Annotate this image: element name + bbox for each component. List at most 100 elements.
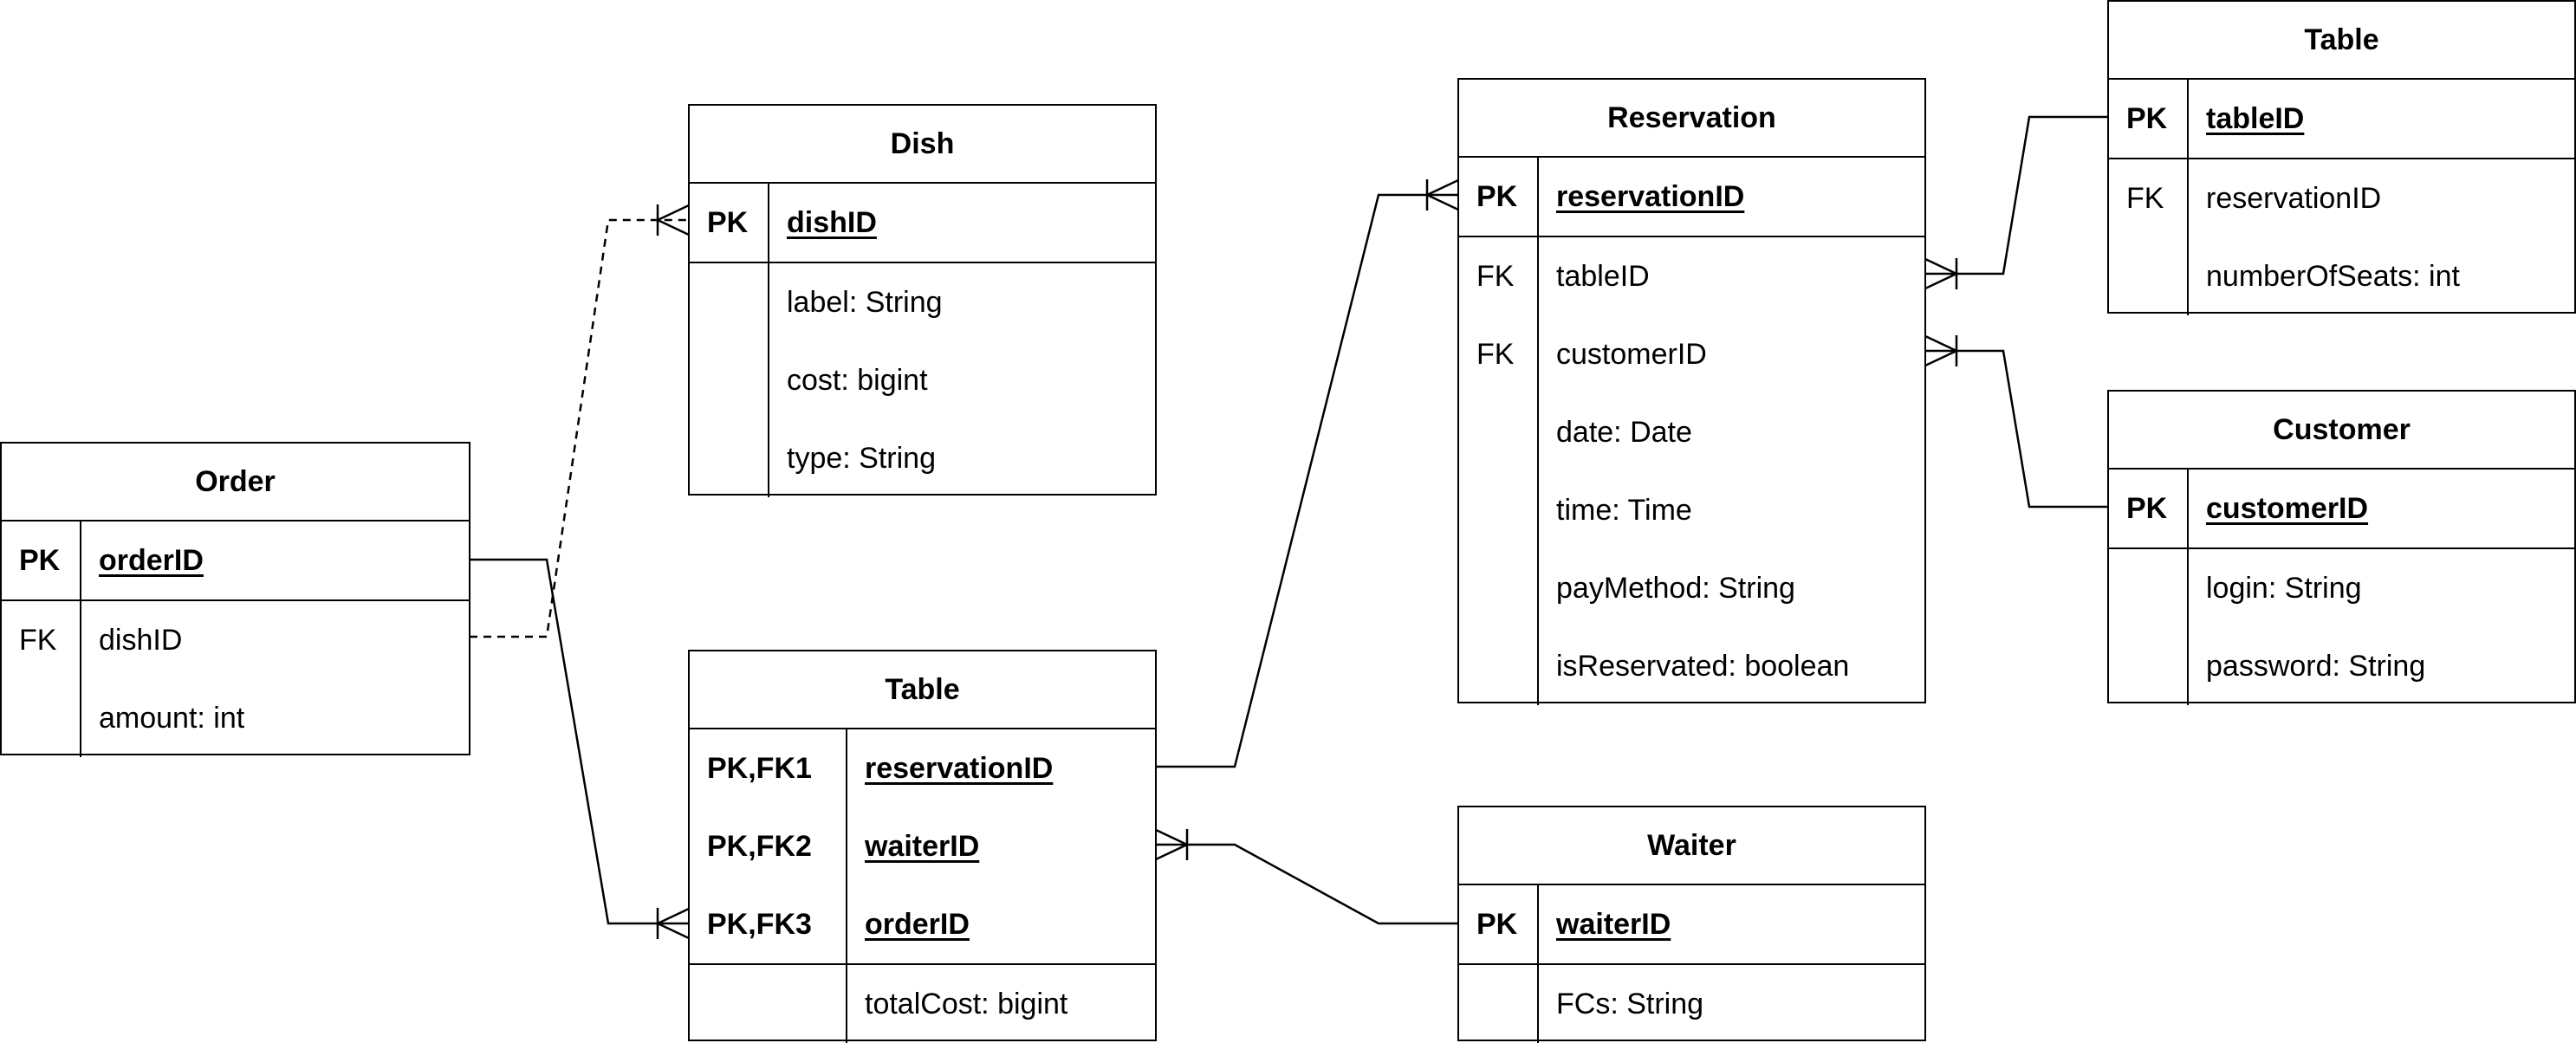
entity-row: label: String — [690, 263, 1155, 341]
entity-row: payMethod: String — [1459, 549, 1924, 627]
attribute-name: totalCost: bigint — [865, 987, 1068, 1020]
entity-table-title: Table — [2109, 2, 2574, 80]
key-label: PK,FK2 — [707, 829, 812, 863]
crowfoot-reservation-tableID — [1924, 257, 1958, 290]
entity-row: PK dishID — [690, 184, 1155, 262]
entity-reservation[interactable]: Reservation PK reservationID FK tableID … — [1457, 78, 1926, 705]
entity-waiter-pk-section: PK waiterID — [1459, 885, 1924, 963]
key-label: PK — [19, 543, 61, 577]
key-label: FK — [1476, 259, 1515, 293]
key-label: FK — [19, 623, 57, 657]
entity-row: FCs: String — [1459, 965, 1924, 1043]
entity-row: totalCost: bigint — [690, 965, 1155, 1043]
entity-row: FK customerID — [1459, 315, 1924, 393]
entity-row: PK tableID — [2109, 80, 2574, 158]
attribute-name: customerID — [1556, 337, 1707, 371]
attribute-name: time: Time — [1556, 493, 1692, 527]
entity-customer-pk-section: PK customerID — [2109, 470, 2574, 547]
rel-order-table-to-reservation — [1156, 193, 1458, 768]
entity-order-pk-section: PK orderID — [2, 522, 469, 599]
entity-row: time: Time — [1459, 471, 1924, 549]
rel-waiter-to-order-table — [1156, 843, 1458, 925]
attribute-name: dishID — [787, 205, 877, 239]
entity-order-table-attr-section: totalCost: bigint — [690, 963, 1155, 1043]
entity-row: login: String — [2109, 549, 2574, 627]
entity-order-table-pk-section: PK,FK1 reservationID PK,FK2 waiterID PK,… — [690, 729, 1155, 963]
crowfoot-reservation-reservationID — [1425, 178, 1459, 211]
entity-row: PK,FK1 reservationID — [690, 729, 1155, 807]
attribute-name: label: String — [787, 285, 943, 319]
attribute-name: reservationID — [1556, 179, 1745, 213]
entity-dish-pk-section: PK dishID — [690, 184, 1155, 262]
attribute-name: isReservated: boolean — [1556, 649, 1850, 683]
entity-row: PK,FK3 orderID — [690, 885, 1155, 963]
attribute-name: orderID — [99, 543, 204, 577]
attribute-name: reservationID — [865, 751, 1054, 785]
rel-order-to-order-table — [470, 558, 689, 925]
entity-reservation-pk-section: PK reservationID — [1459, 158, 1924, 236]
attribute-name: dishID — [99, 623, 183, 657]
entity-row: PK orderID — [2, 522, 469, 599]
key-label: PK — [2126, 101, 2168, 135]
entity-row: cost: bigint — [690, 341, 1155, 419]
entity-row: date: Date — [1459, 393, 1924, 471]
entity-dish-title: Dish — [690, 106, 1155, 184]
entity-row: PK customerID — [2109, 470, 2574, 547]
crowfoot-dish-dishID — [656, 204, 690, 236]
attribute-name: waiterID — [1556, 907, 1671, 941]
key-label: FK — [2126, 181, 2164, 215]
key-label: PK,FK3 — [707, 907, 812, 941]
attribute-name: date: Date — [1556, 415, 1692, 449]
entity-order-table-title: Table — [690, 651, 1155, 729]
key-label: PK — [2126, 491, 2168, 525]
entity-row: PK waiterID — [1459, 885, 1924, 963]
entity-row: FK tableID — [1459, 237, 1924, 315]
key-label: PK — [1476, 179, 1518, 213]
entity-row: numberOfSeats: int — [2109, 237, 2574, 315]
rel-table-to-reservation — [1925, 115, 2108, 275]
key-label: FK — [1476, 337, 1515, 371]
attribute-name: tableID — [1556, 259, 1650, 293]
entity-row: PK,FK2 waiterID — [690, 807, 1155, 885]
entity-order[interactable]: Order PK orderID FK dishID amount: int — [0, 442, 470, 757]
attribute-name: amount: int — [99, 701, 245, 735]
attribute-name: reservationID — [2206, 181, 2382, 215]
attribute-name: password: String — [2206, 649, 2426, 683]
entity-dish[interactable]: Dish PK dishID label: String cost: bigin… — [688, 104, 1157, 497]
entity-reservation-title: Reservation — [1459, 80, 1924, 158]
attribute-name: login: String — [2206, 571, 2362, 605]
entity-row: amount: int — [2, 679, 469, 757]
entity-waiter-attr-section: FCs: String — [1459, 963, 1924, 1043]
crowfoot-reservation-customerID — [1924, 334, 1958, 367]
entity-order-table[interactable]: Table PK,FK1 reservationID PK,FK2 waiter… — [688, 650, 1157, 1043]
key-label: PK — [707, 205, 749, 239]
entity-row: password: String — [2109, 627, 2574, 705]
entity-row: isReservated: boolean — [1459, 627, 1924, 705]
entity-customer-title: Customer — [2109, 392, 2574, 470]
entity-customer[interactable]: Customer PK customerID login: String pas… — [2107, 390, 2576, 705]
rel-customer-to-reservation — [1925, 349, 2108, 509]
entity-table-attr-section: FK reservationID numberOfSeats: int — [2109, 158, 2574, 315]
crowfoot-order-table-orderID — [656, 907, 690, 940]
entity-row: type: String — [690, 419, 1155, 497]
attribute-name: type: String — [787, 441, 936, 475]
entity-table-pk-section: PK tableID — [2109, 80, 2574, 158]
entity-waiter[interactable]: Waiter PK waiterID FCs: String — [1457, 806, 1926, 1043]
key-label: PK — [1476, 907, 1518, 941]
entity-row: PK reservationID — [1459, 158, 1924, 236]
entity-table[interactable]: Table PK tableID FK reservationID number… — [2107, 0, 2576, 315]
entity-reservation-attr-section: FK tableID FK customerID date: Date time… — [1459, 236, 1924, 705]
attribute-name: tableID — [2206, 101, 2305, 135]
attribute-name: cost: bigint — [787, 363, 928, 397]
entity-customer-attr-section: login: String password: String — [2109, 547, 2574, 705]
key-label: PK,FK1 — [707, 751, 812, 785]
attribute-name: numberOfSeats: int — [2206, 259, 2460, 293]
rel-order-to-dish — [470, 218, 689, 638]
entity-waiter-title: Waiter — [1459, 807, 1924, 885]
entity-order-attr-section: FK dishID amount: int — [2, 599, 469, 757]
entity-row: FK dishID — [2, 601, 469, 679]
entity-dish-attr-section: label: String cost: bigint type: String — [690, 262, 1155, 497]
attribute-name: waiterID — [865, 829, 980, 863]
entity-row: FK reservationID — [2109, 159, 2574, 237]
